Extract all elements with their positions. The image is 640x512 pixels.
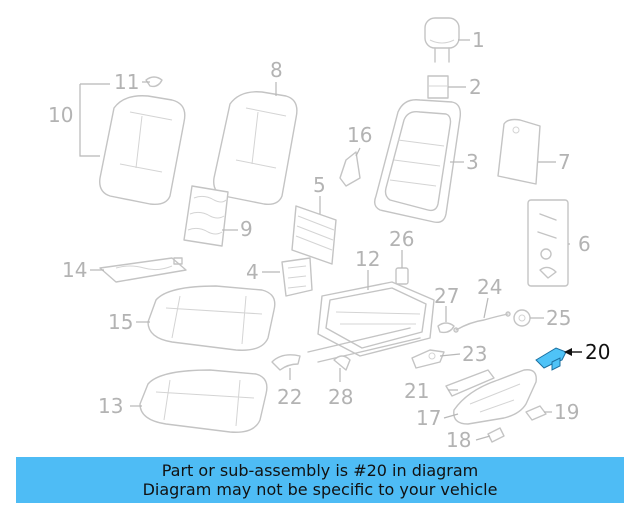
callout-numbers: 1 2 3 4 5 6 7 8 9 10 11 12 13 14 15 16 1… — [48, 28, 610, 452]
part-27-cap — [437, 322, 455, 334]
part-12-seat-frame — [307, 281, 435, 363]
part-3-seat-back-frame — [373, 99, 462, 224]
part-25-motor — [513, 309, 531, 327]
callout-25: 25 — [546, 306, 571, 330]
callout-10: 10 — [48, 103, 73, 127]
part-11-clip — [145, 76, 163, 88]
part-18-cap — [487, 427, 505, 443]
callout-28: 28 — [328, 385, 353, 409]
callout-27: 27 — [434, 284, 459, 308]
callout-22: 22 — [277, 385, 302, 409]
part-14-heater-pad — [99, 257, 187, 283]
callout-18: 18 — [446, 428, 471, 452]
callout-4: 4 — [246, 260, 259, 284]
callout-20: 20 — [585, 340, 610, 364]
callout-1: 1 — [472, 28, 485, 52]
seat-parts-diagram: 1 2 3 4 5 6 7 8 9 10 11 12 13 14 15 16 1… — [48, 17, 610, 452]
callout-15: 15 — [108, 310, 133, 334]
part-23-bracket — [411, 349, 445, 369]
part-16-bracket — [339, 151, 361, 187]
info-banner: Part or sub-assembly is #20 in diagram D… — [16, 457, 624, 503]
callout-5: 5 — [313, 173, 326, 197]
banner-line-part-number: Part or sub-assembly is #20 in diagram — [161, 461, 479, 480]
callout-12: 12 — [355, 247, 380, 271]
part-19-clip — [525, 405, 547, 421]
part-5-lumbar-support — [291, 205, 337, 265]
callout-11: 11 — [114, 70, 139, 94]
part-8-seat-back-cover — [213, 91, 298, 206]
part-13-cushion-cover — [139, 369, 268, 433]
part-24-cable — [453, 311, 511, 333]
callout-3: 3 — [466, 150, 479, 174]
highlight-leader — [564, 348, 582, 356]
part-2-guide — [427, 75, 449, 99]
callout-9: 9 — [240, 217, 253, 241]
callout-16: 16 — [347, 123, 372, 147]
callout-8: 8 — [270, 58, 283, 82]
banner-line-disclaimer: Diagram may not be specific to your vehi… — [142, 480, 498, 499]
part-20-highlighted-bracket — [535, 347, 567, 371]
callout-6: 6 — [578, 232, 591, 256]
leader-lines — [79, 39, 570, 441]
part-28-clip — [333, 355, 351, 371]
callout-17: 17 — [416, 406, 441, 430]
part-26-switch — [395, 267, 409, 285]
callout-13: 13 — [98, 394, 123, 418]
callout-23: 23 — [462, 342, 487, 366]
part-22-lever — [271, 354, 301, 371]
part-10-seat-back-assembly — [99, 95, 186, 206]
part-6-hardware-kit — [527, 199, 569, 287]
part-9-back-pad — [183, 185, 229, 247]
callout-19: 19 — [554, 400, 579, 424]
part-1-headrest — [424, 17, 460, 63]
callout-14: 14 — [62, 258, 87, 282]
callout-24: 24 — [477, 275, 502, 299]
part-17-side-shield — [453, 369, 537, 425]
callout-21: 21 — [404, 379, 429, 403]
callout-7: 7 — [558, 150, 571, 174]
part-15-cushion-pad — [147, 285, 276, 351]
callout-26: 26 — [389, 227, 414, 251]
part-7-back-panel — [497, 118, 541, 185]
part-4-lumbar-bracket — [281, 257, 313, 297]
callout-2: 2 — [469, 75, 482, 99]
